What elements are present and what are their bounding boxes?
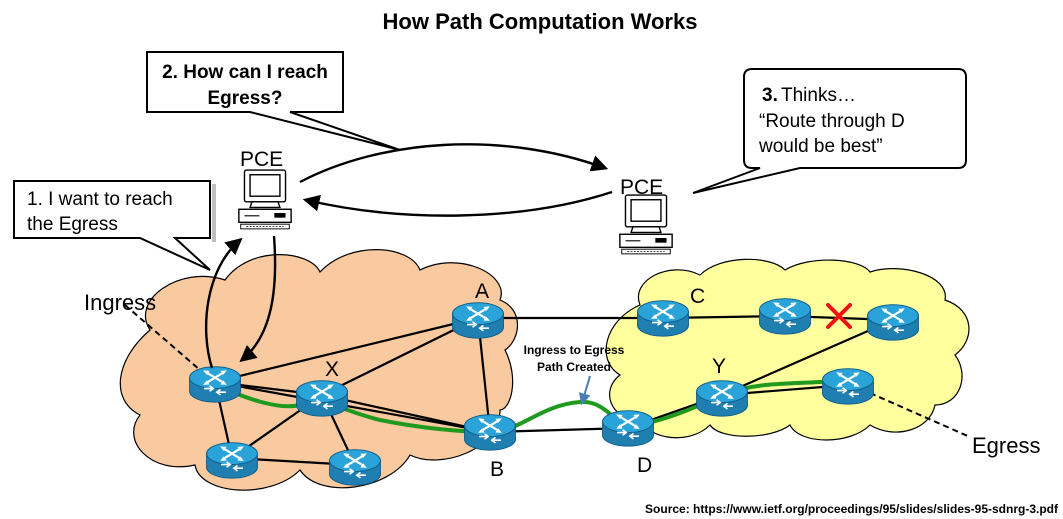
callout-step3-line1: Thinks… <box>781 85 856 106</box>
callout-step3-line3: would be best” <box>758 136 883 157</box>
pce-request-arrow <box>299 143 609 184</box>
path-annotation-line2: Path Created <box>537 360 611 374</box>
node-label-d: D <box>637 454 652 477</box>
path-annotation-line1: Ingress to Egress <box>524 343 625 357</box>
callout-step2-line1: 2. How can I reach <box>162 62 328 83</box>
router-far-right-icon <box>866 303 920 342</box>
pce-right-label: PCE <box>620 176 663 199</box>
egress-dashed-line <box>869 392 971 438</box>
diagram-title: How Path Computation Works <box>383 9 698 34</box>
pce-to-ingress-arrow <box>239 235 277 363</box>
router-x-icon <box>295 379 349 418</box>
callout-step1-line1: 1. I want to reach <box>27 189 173 210</box>
source-citation: Source: https://www.ietf.org/proceedings… <box>645 502 1059 516</box>
callout-step2-bubble <box>146 51 401 151</box>
callout-step3-line2: “Route through D <box>759 111 905 132</box>
link-failure-icon <box>826 303 852 329</box>
router-egress-icon <box>821 367 875 406</box>
router-b-icon <box>463 413 517 452</box>
router-c-icon <box>636 299 690 338</box>
node-label-a: A <box>475 280 489 303</box>
node-label-y: Y <box>712 355 726 378</box>
pce-left-computer-icon <box>238 169 292 230</box>
callout-step3-bubble <box>692 68 967 194</box>
router-middle-right-icon <box>758 297 812 336</box>
router-y-icon <box>695 379 749 418</box>
pce-reply-arrow <box>302 190 613 217</box>
ingress-label: Ingress <box>84 290 156 315</box>
ingress-dashed-line <box>124 304 201 371</box>
left-network-cloud <box>119 249 518 491</box>
callout-step1-bubble <box>13 180 211 271</box>
path-annotation-arrow <box>578 375 591 406</box>
router-a-icon <box>451 301 505 340</box>
callout-step2-line2: Egress? <box>208 88 283 109</box>
pce-right-computer-icon <box>619 194 673 255</box>
router-lower-left-icon <box>205 441 259 480</box>
node-label-c: C <box>690 285 705 308</box>
router-d-icon <box>601 409 655 448</box>
router-lower-middle-icon <box>328 448 382 487</box>
callout-step3-number: 3. <box>762 85 778 106</box>
pce-left-label: PCE <box>240 148 283 171</box>
right-network-cloud <box>605 258 970 441</box>
router-ingress-icon <box>188 365 242 404</box>
egress-label: Egress <box>972 433 1040 458</box>
node-label-x: X <box>325 358 339 381</box>
callout-step1-line2: the Egress <box>27 214 118 235</box>
node-label-b: B <box>490 458 504 481</box>
ingress-to-pce-arrow <box>204 237 243 369</box>
